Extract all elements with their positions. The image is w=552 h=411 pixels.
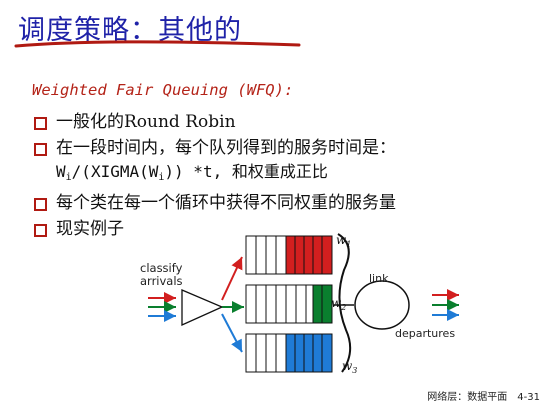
bullet-box-icon	[34, 224, 47, 237]
formula-mid: /(XIGMA(W	[71, 162, 159, 181]
formula-end: )) *t, 和权重成正比	[164, 162, 328, 181]
bullet-text: 现实例子	[56, 219, 124, 239]
bullet-item: 一般化的Round Robin	[34, 111, 534, 134]
bullet-item: 每个类在每一个循环中获得不同权重的服务量	[34, 192, 534, 215]
weight-w3: w3	[342, 359, 357, 375]
formula-subscript: i	[65, 172, 72, 183]
formula: Wi/(XIGMA(Wi)) *t, 和权重成正比	[56, 162, 328, 183]
departures-label: departures	[395, 327, 455, 340]
queue-packets-red	[285, 235, 333, 275]
queue-red	[245, 235, 333, 275]
classify-label: classify	[140, 261, 183, 275]
bullet-item: 在一段时间内，每个队列得到的服务时间是： Wi/(XIGMA(Wi)) *t, …	[34, 137, 534, 189]
weight-w2: w2	[331, 296, 346, 312]
queue-packets-blue	[285, 333, 333, 373]
link-label: link	[369, 272, 389, 285]
bullet-item: 现实例子	[34, 218, 534, 241]
bullet-text: 在一段时间内，每个队列得到的服务时间是：	[56, 138, 396, 158]
formula-subscript: i	[158, 172, 165, 183]
formula-w: W	[56, 162, 66, 181]
incoming-arrows	[148, 292, 176, 322]
bullet-text: 一般化的Round Robin	[56, 112, 236, 132]
weight-w1: w1	[336, 233, 351, 249]
link-circle	[354, 280, 410, 330]
title-underline	[14, 40, 301, 48]
bullet-box-icon	[34, 117, 47, 130]
bullet-box-icon	[34, 198, 47, 211]
queue-green	[245, 284, 333, 324]
classifier-red-arrow	[221, 256, 243, 301]
slide-subtitle: Weighted Fair Queuing (WFQ):	[32, 81, 294, 99]
slide-footer: 网络层：数据平面 4-31	[427, 388, 540, 403]
queue-blue	[245, 333, 333, 373]
scheduler-arc	[337, 233, 352, 373]
bullet-list: 一般化的Round Robin 在一段时间内，每个队列得到的服务时间是： Wi/…	[34, 111, 534, 244]
classifier-triangle	[181, 289, 224, 327]
outgoing-arrows	[432, 289, 459, 321]
classifier-blue-arrow	[221, 313, 243, 353]
page-number: 4-31	[517, 392, 540, 403]
arrivals-label: arrivals	[140, 274, 183, 288]
bullet-box-icon	[34, 143, 47, 156]
bullet-text: 每个类在每一个循环中获得不同权重的服务量	[56, 193, 396, 213]
footer-label: 网络层：数据平面	[427, 392, 508, 403]
